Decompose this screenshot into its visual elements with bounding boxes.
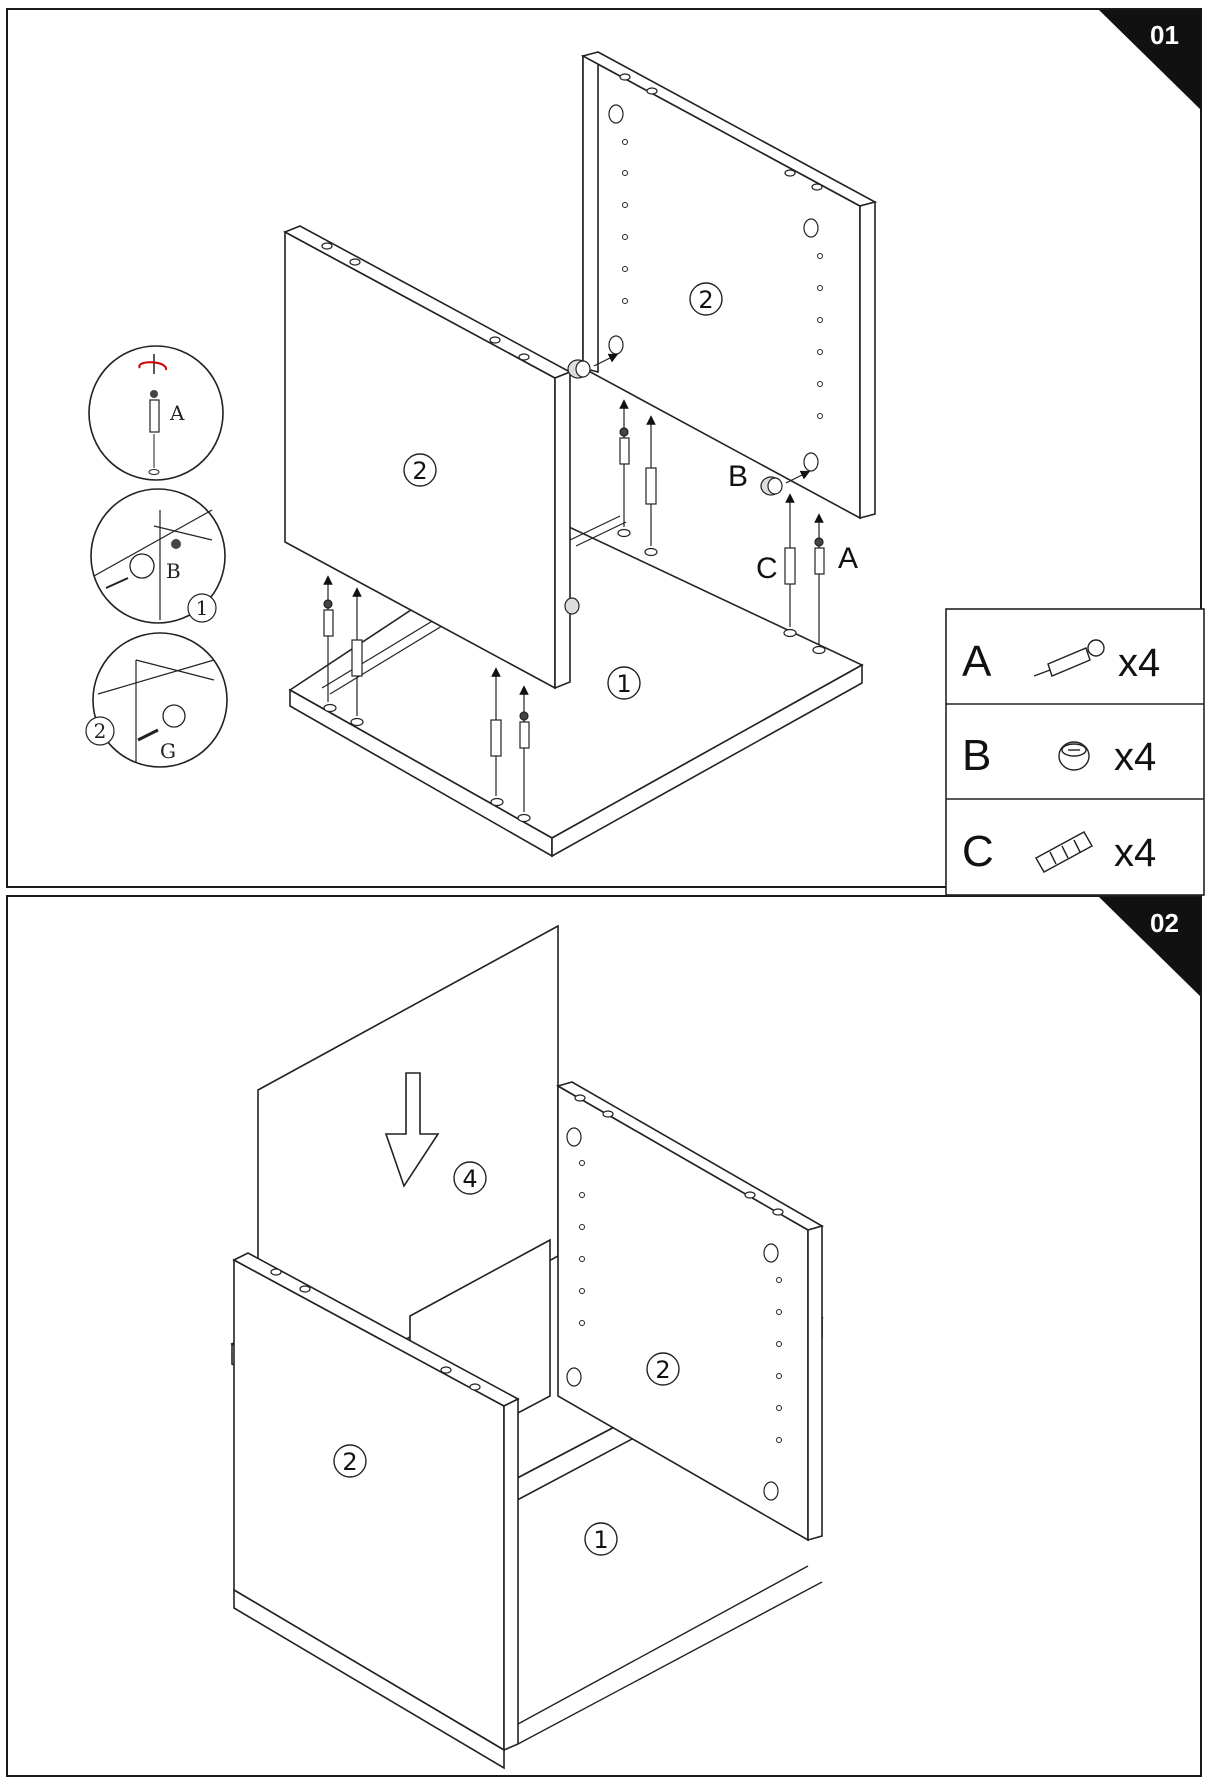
- step-number: 01: [1150, 20, 1179, 50]
- svg-text:G: G: [160, 739, 176, 763]
- panel-label-1: 1: [607, 666, 641, 700]
- panel-label-2-right: 2: [689, 282, 723, 316]
- cam-lock-b: [760, 470, 811, 496]
- parts-row-c: C x4: [962, 827, 1156, 876]
- wooden-dowel-icon: [1035, 831, 1093, 873]
- svg-text:1: 1: [616, 670, 631, 698]
- cam-lock-icon: [1058, 741, 1090, 771]
- svg-text:B: B: [166, 559, 181, 583]
- step-badge-01: 01: [1099, 10, 1201, 110]
- detail-insert-b: B 1: [90, 488, 226, 624]
- detail-insert-a: A: [88, 345, 224, 481]
- svg-text:1: 1: [196, 596, 209, 620]
- svg-text:C: C: [962, 827, 994, 876]
- svg-text:2: 2: [698, 286, 713, 314]
- side-panel-right-step2: [555, 1081, 825, 1542]
- cam-bolt-icon: [1033, 639, 1105, 677]
- svg-text:1: 1: [593, 1526, 608, 1554]
- callout-a: A: [838, 542, 858, 575]
- panel-label-4: 4: [453, 1161, 487, 1195]
- svg-text:x4: x4: [1114, 831, 1156, 875]
- svg-text:2: 2: [655, 1356, 670, 1384]
- step-number: 02: [1150, 908, 1179, 938]
- callout-c: C: [756, 552, 778, 585]
- cam-lock-top: [567, 353, 619, 379]
- svg-text:x4: x4: [1114, 735, 1156, 779]
- svg-text:2: 2: [412, 457, 427, 485]
- panel-label-2-left: 2: [403, 453, 437, 487]
- svg-text:B: B: [962, 731, 991, 780]
- panel-label-1-step2: 1: [584, 1522, 618, 1556]
- svg-text:4: 4: [462, 1165, 477, 1193]
- panel-label-2-left-step2: 2: [333, 1444, 367, 1478]
- step-badge-02: 02: [1099, 897, 1201, 997]
- arrow-down-icon: [384, 1072, 440, 1188]
- fittings-step1: [323, 399, 825, 812]
- detail-insert-g: G 2: [85, 632, 228, 768]
- panel-label-2-right-step2: 2: [646, 1352, 680, 1386]
- svg-text:A: A: [962, 637, 992, 686]
- svg-text:A: A: [169, 401, 185, 425]
- parts-row-a: A x4: [962, 637, 1160, 686]
- svg-text:2: 2: [94, 719, 107, 743]
- parts-row-b: B x4: [962, 731, 1156, 780]
- svg-text:2: 2: [342, 1448, 357, 1476]
- svg-text:x4: x4: [1118, 641, 1160, 685]
- callout-b: B: [728, 460, 748, 493]
